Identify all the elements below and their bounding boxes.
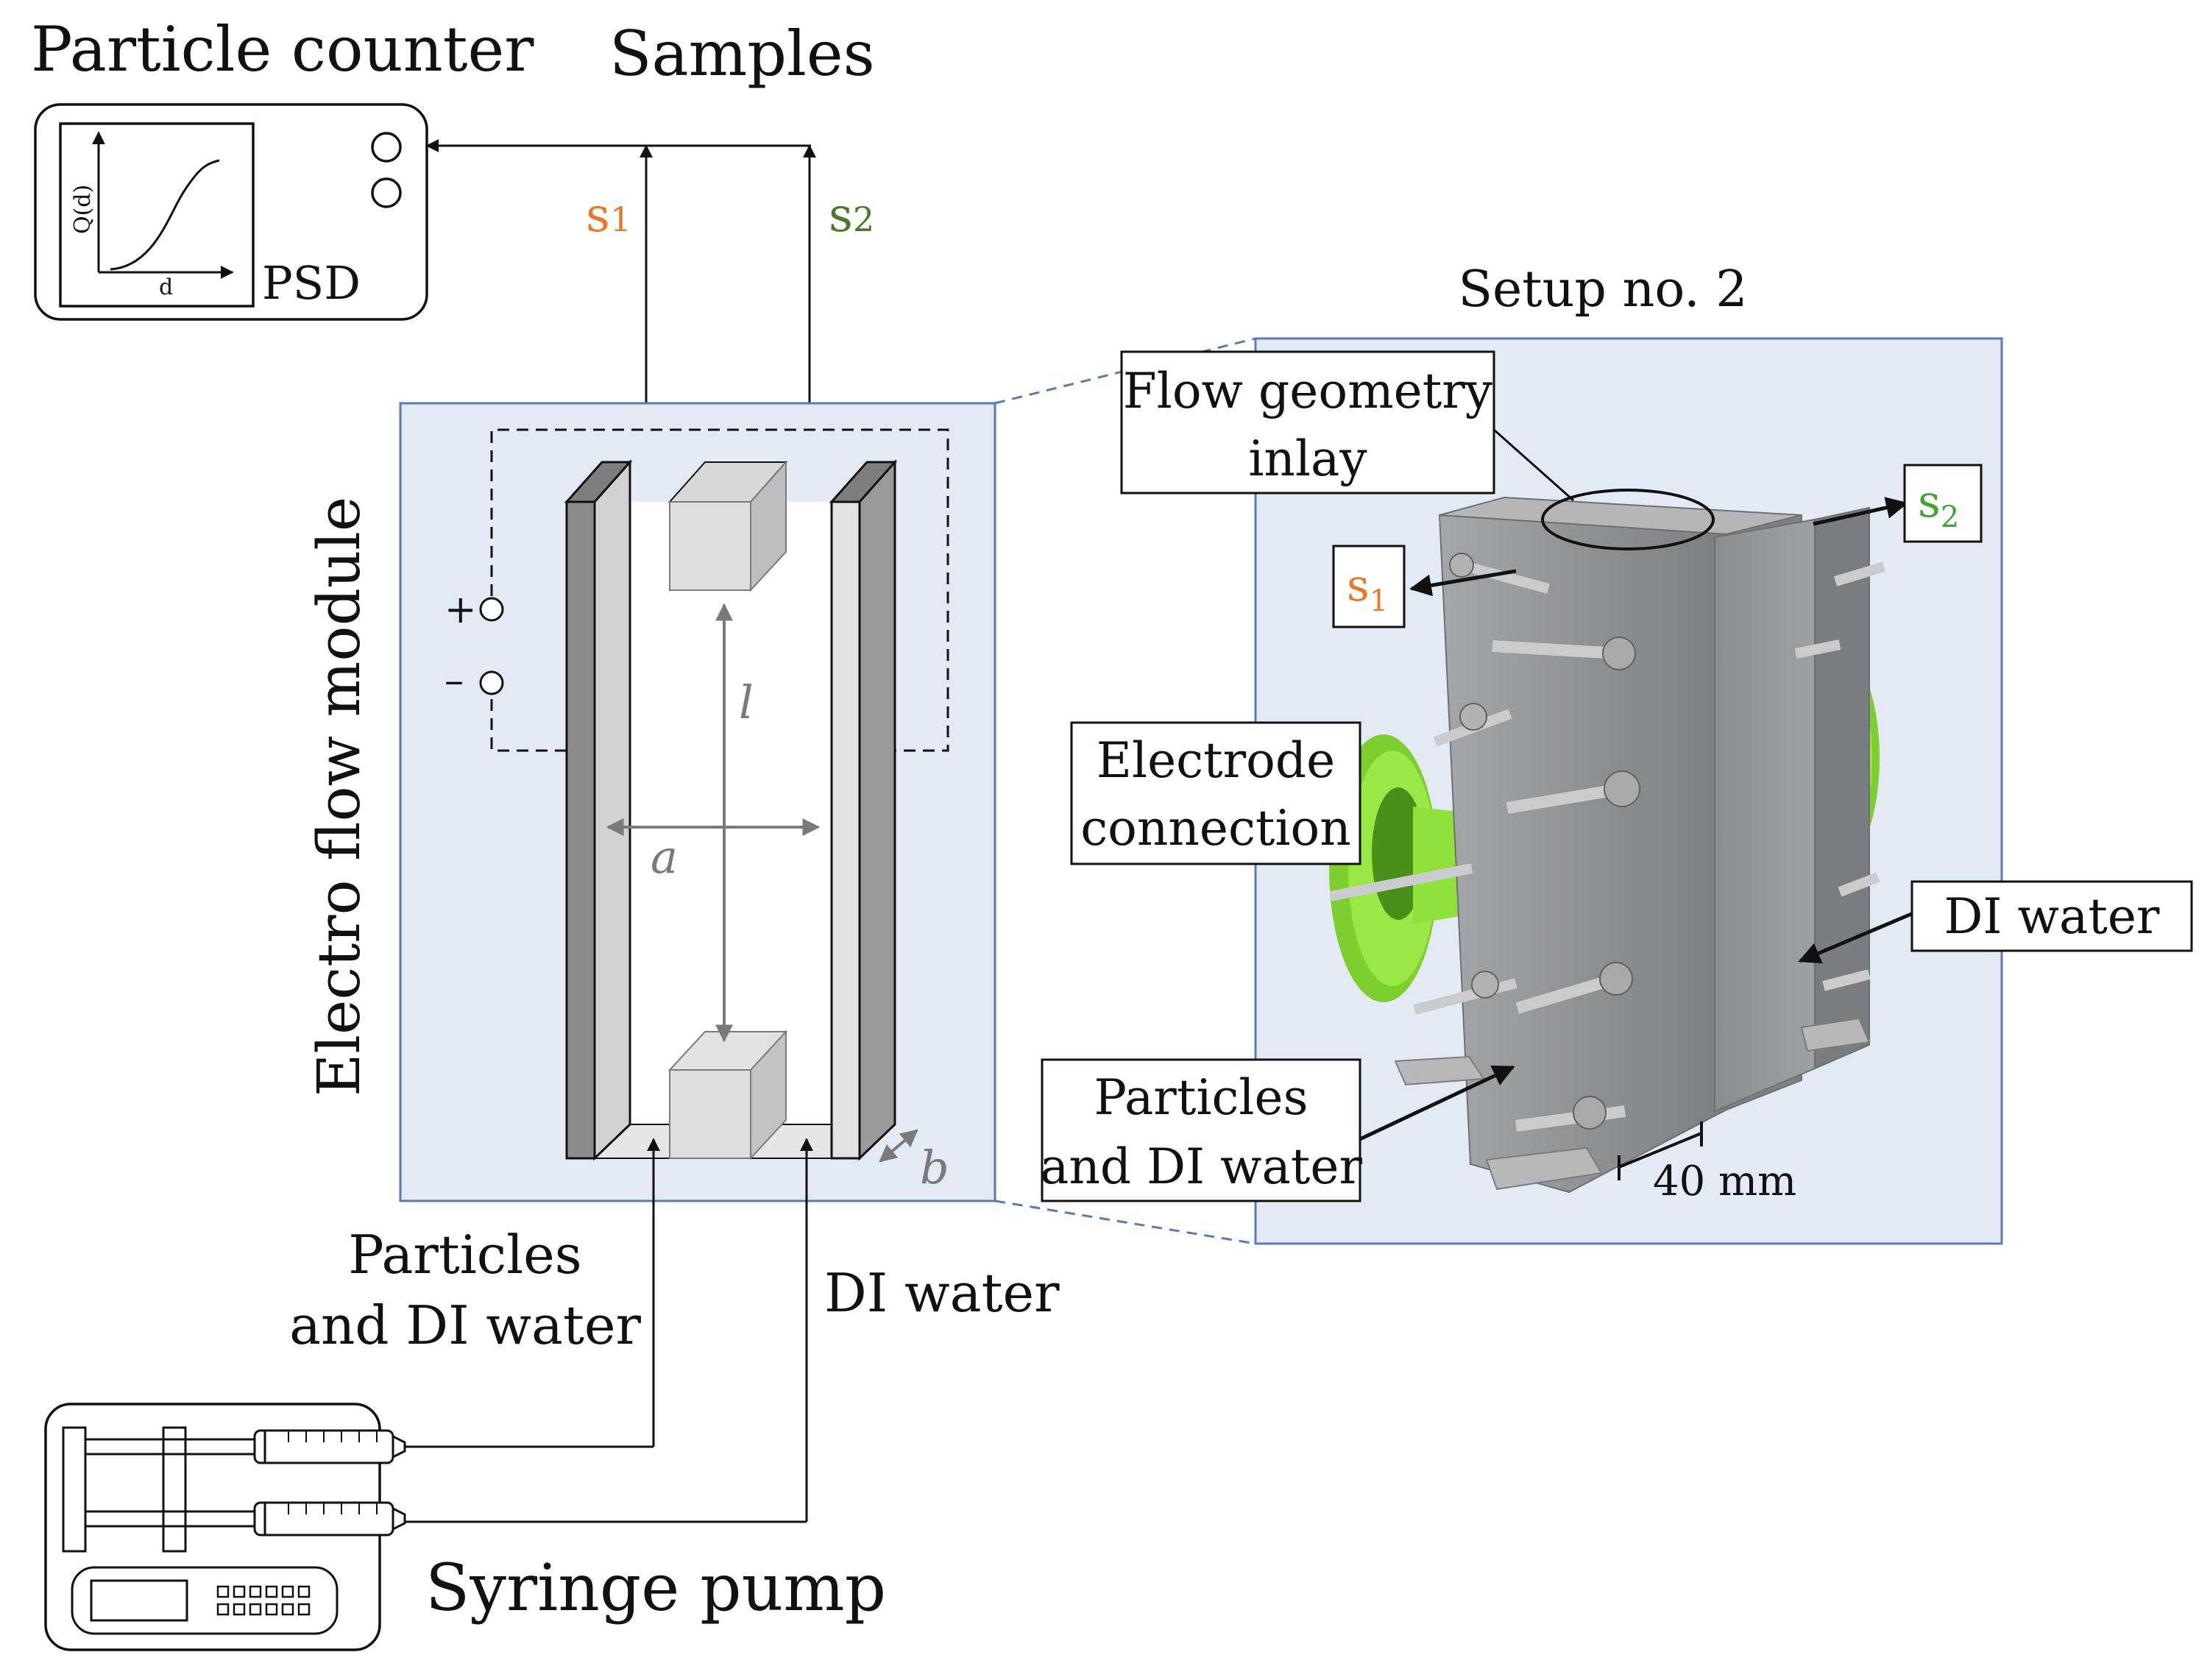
- pump-display: [90, 1579, 188, 1622]
- particles-arrow: [1359, 1065, 1515, 1141]
- di-water-photo-callout: DI water: [1910, 880, 2193, 952]
- inlet-lines: [412, 1138, 813, 1523]
- svg-text:Particles: Particles: [1094, 1069, 1308, 1126]
- syringe-pump-device: [44, 1403, 414, 1651]
- zoom-connector-top: [994, 337, 1256, 405]
- pump-keypad: [216, 1585, 311, 1616]
- housing-right-front: [1714, 518, 1816, 1113]
- zoom-connector-bottom: [994, 1199, 1256, 1245]
- plus-terminal: [479, 597, 504, 622]
- axis-d-label: d: [159, 274, 173, 300]
- s1-arrow: [1409, 569, 1517, 597]
- s2-arrow: [1813, 497, 1908, 526]
- mount-brackets: [1394, 1017, 1871, 1191]
- svg-text:and DI water: and DI water: [1040, 1138, 1362, 1195]
- particle-counter-title: Particle counter: [31, 13, 534, 85]
- svg-text:Flow geometry: Flow geometry: [1123, 363, 1493, 419]
- svg-text:s2: s2: [1918, 476, 1959, 534]
- bolts: [1329, 553, 1886, 1132]
- inlay-highlight: [1541, 489, 1715, 550]
- s2-label: s2: [829, 188, 874, 243]
- electrode-callout: Electrode connection: [1070, 721, 1361, 865]
- minus-label: –: [445, 659, 464, 703]
- samples-title: Samples: [609, 18, 875, 90]
- s1-label: s1: [586, 188, 631, 243]
- scale-bar: [1618, 1121, 1703, 1180]
- svg-text:DI water: DI water: [1944, 888, 2160, 945]
- psd-label: PSD: [262, 256, 361, 310]
- psd-curve: [110, 159, 220, 271]
- s2-photo-callout: s2: [1903, 464, 1983, 543]
- scale-label: 40 mm: [1653, 1158, 1796, 1205]
- particles-photo-callout: Particles and DI water: [1040, 1058, 1362, 1202]
- svg-text:Electrode: Electrode: [1097, 732, 1335, 789]
- dim-b-label: b: [920, 1141, 949, 1194]
- dim-l-label: l: [739, 676, 754, 729]
- syringe-pump-label: Syringe pump: [425, 1550, 886, 1626]
- particle-counter-device: Q(d) d PSD: [34, 103, 428, 321]
- di-water-arrow: [1798, 910, 1916, 964]
- counter-knob-top: [371, 132, 402, 163]
- minus-terminal: [479, 670, 504, 695]
- svg-text:connection: connection: [1080, 800, 1351, 857]
- flow-geometry-callout: Flow geometry inlay: [1120, 350, 1495, 495]
- electro-flow-module: + – l a b: [399, 402, 996, 1202]
- di-water-inlet-label: DI water: [824, 1262, 1060, 1324]
- counter-knob-bottom: [371, 177, 402, 208]
- dim-b-arrow: [879, 1129, 918, 1163]
- particles-inlet-label-2: and DI water: [289, 1294, 641, 1356]
- setup-title: Setup no. 2: [1458, 260, 1747, 319]
- svg-text:inlay: inlay: [1248, 430, 1367, 487]
- s1-photo-callout: s1: [1332, 545, 1406, 628]
- particles-inlet-label-1: Particles: [348, 1224, 581, 1286]
- axis-q-label: Q(d): [70, 185, 96, 234]
- electro-flow-module-label: Electro flow module: [305, 497, 373, 1096]
- setup-photo-panel: 40 mm: [1254, 337, 2003, 1245]
- svg-text:s1: s1: [1347, 560, 1388, 618]
- plus-label: +: [445, 588, 477, 632]
- dim-a-label: a: [651, 830, 678, 884]
- housing-left-front: [1438, 514, 1727, 1194]
